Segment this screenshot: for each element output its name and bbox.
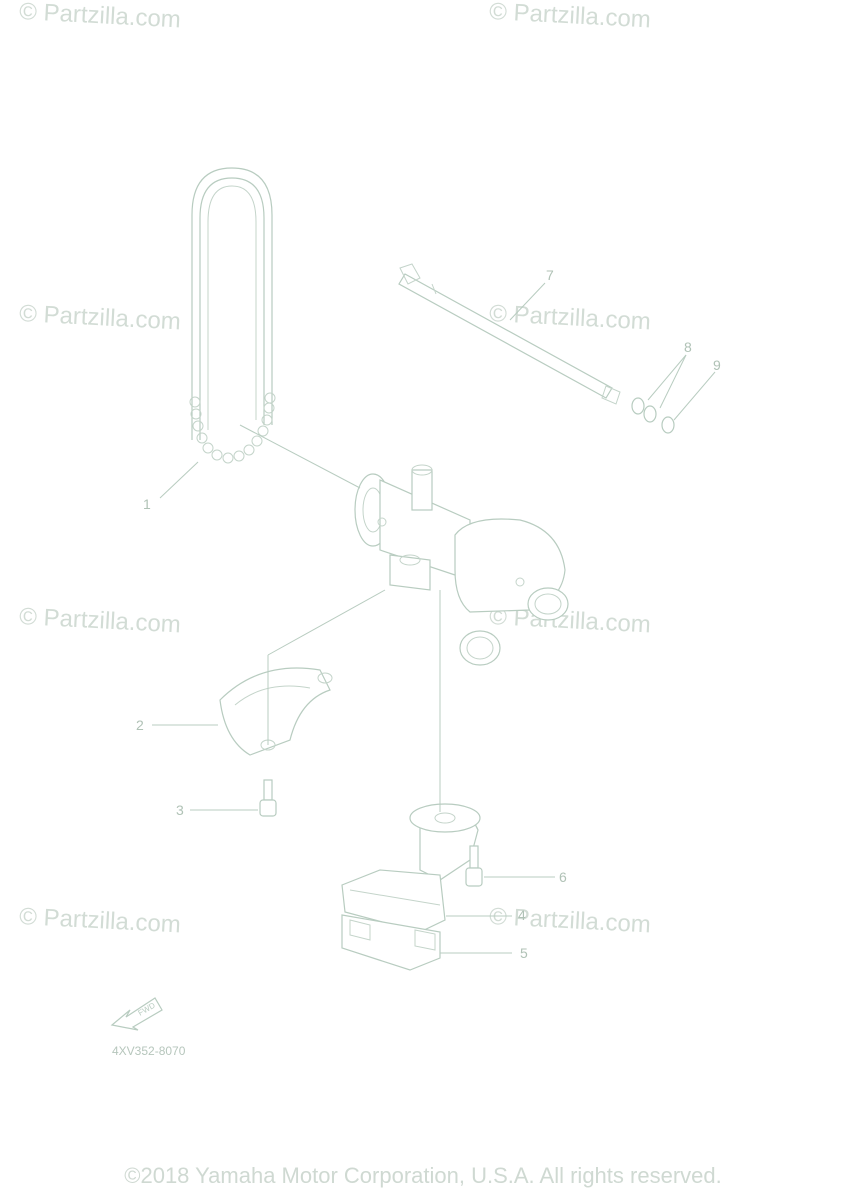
bolt-6[interactable] — [465, 845, 483, 887]
leader-lines — [152, 282, 716, 954]
callout-9: 9 — [713, 357, 721, 373]
callout-6: 6 — [559, 869, 567, 885]
chain-guide-cover[interactable] — [219, 667, 333, 756]
callout-1: 1 — [143, 496, 151, 512]
copyright-notice: ©2018 Yamaha Motor Corporation, U.S.A. A… — [124, 1163, 722, 1188]
oil-pump-assembly[interactable] — [354, 464, 569, 666]
strainer-screen[interactable] — [341, 914, 441, 971]
callout-7: 7 — [546, 267, 554, 283]
bolt-3[interactable] — [259, 779, 277, 817]
callout-8: 8 — [684, 339, 692, 355]
callout-2: 2 — [136, 717, 144, 733]
callout-5: 5 — [520, 945, 528, 961]
oil-pump-shaft[interactable] — [398, 263, 621, 405]
forward-direction-arrow: FWD — [110, 997, 163, 1031]
o-ring-pair[interactable] — [631, 397, 657, 423]
o-ring-single[interactable] — [661, 416, 675, 434]
callout-4: 4 — [518, 907, 526, 923]
oil-pump-drive-chain[interactable] — [189, 167, 276, 464]
oil-strainer[interactable] — [341, 803, 481, 933]
callout-3: 3 — [176, 802, 184, 818]
diagram-code: 4XV352-8070 — [112, 1044, 186, 1058]
